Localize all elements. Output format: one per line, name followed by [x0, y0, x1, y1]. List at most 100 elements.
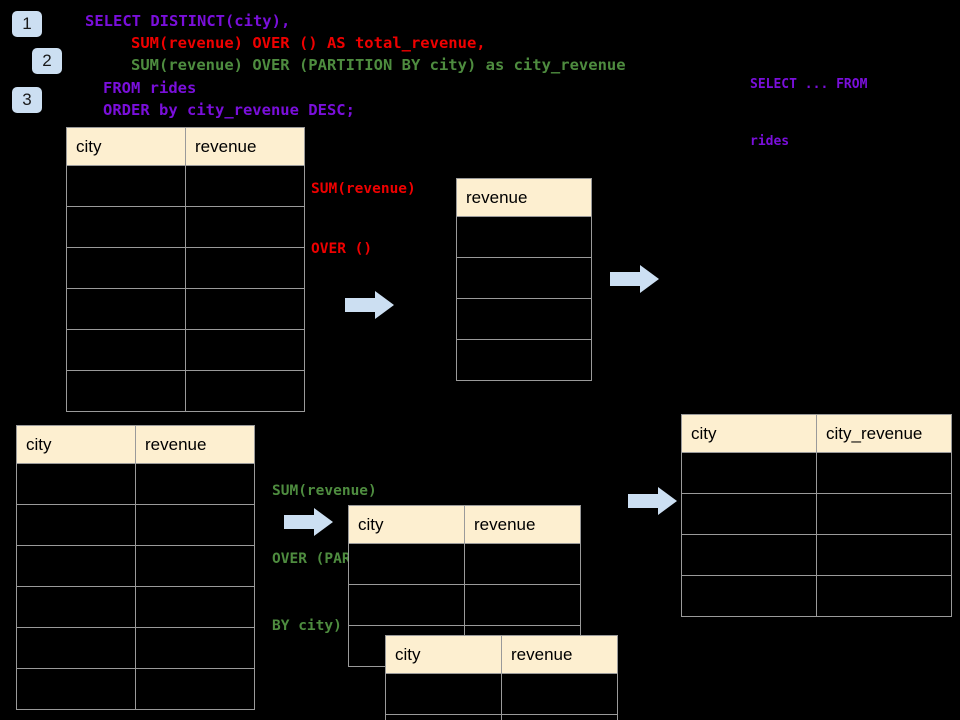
- table-row: [66, 165, 305, 207]
- column-header-revenue: revenue: [464, 505, 581, 544]
- table-cell: [135, 545, 255, 587]
- table-cell: [66, 165, 186, 207]
- table-row: [456, 257, 592, 299]
- table-cell: [456, 257, 592, 299]
- table-row: [16, 545, 255, 587]
- column-header-city-revenue: city_revenue: [816, 414, 952, 453]
- table-cell: [185, 206, 305, 248]
- table-cell: [385, 714, 502, 720]
- total-revenue-table: revenue: [456, 178, 592, 381]
- table-cell: [185, 165, 305, 207]
- table-cell: [385, 673, 502, 715]
- table-cell: [464, 584, 581, 626]
- table-cell: [16, 545, 136, 587]
- step-badge-2: 2: [32, 48, 62, 74]
- column-header-revenue: revenue: [135, 425, 255, 464]
- table-cell: [348, 543, 465, 585]
- table-cell: [135, 504, 255, 546]
- column-header-city: city: [16, 425, 136, 464]
- table-cell: [66, 370, 186, 412]
- table-row: [456, 339, 592, 381]
- table-cell: [16, 586, 136, 628]
- table-header-row: revenue: [456, 178, 592, 217]
- table-header-row: city city_revenue: [681, 414, 952, 453]
- table-cell: [456, 298, 592, 340]
- table-cell: [66, 329, 186, 371]
- table-row: [66, 288, 305, 330]
- table-row: [681, 575, 952, 617]
- table-cell: [66, 247, 186, 289]
- arrow-total-to-result-icon: [610, 265, 659, 293]
- table-cell: [456, 216, 592, 258]
- table-cell: [501, 714, 618, 720]
- table-row: [348, 543, 581, 585]
- column-header-revenue: revenue: [185, 127, 305, 166]
- table-row: [681, 493, 952, 535]
- table-cell: [185, 288, 305, 330]
- table-row: [16, 463, 255, 505]
- table-row: [456, 298, 592, 340]
- table-row: [66, 206, 305, 248]
- arrow-source-to-partition-icon: [284, 508, 333, 536]
- table-cell: [681, 575, 817, 617]
- table-cell: [464, 543, 581, 585]
- table-row: [16, 586, 255, 628]
- table-row: [16, 627, 255, 669]
- table-row: [66, 247, 305, 289]
- annotation-sum-over-empty-line-1: SUM(revenue): [311, 181, 416, 197]
- table-row: [16, 668, 255, 710]
- table-row: [681, 452, 952, 494]
- query-line-select: SELECT DISTINCT(city),: [85, 12, 291, 30]
- column-header-city: city: [348, 505, 465, 544]
- table-row: [385, 673, 618, 715]
- table-cell: [16, 668, 136, 710]
- column-header-revenue: revenue: [456, 178, 592, 217]
- city-revenue-result-table: city city_revenue: [681, 414, 952, 617]
- annotation-select-from: SELECT ... FROM rides: [750, 37, 867, 189]
- annotation-sum-over-partition-line-3: BY city): [272, 618, 342, 634]
- column-header-city: city: [681, 414, 817, 453]
- table-cell: [16, 627, 136, 669]
- step-badge-1: 1: [12, 11, 42, 37]
- table-row: [66, 329, 305, 371]
- table-cell: [66, 288, 186, 330]
- column-header-city: city: [66, 127, 186, 166]
- arrow-partition-to-result-icon: [628, 487, 677, 515]
- table-cell: [348, 584, 465, 626]
- table-cell: [681, 534, 817, 576]
- step-badge-3: 3: [12, 87, 42, 113]
- table-header-row: city revenue: [66, 127, 305, 166]
- table-cell: [501, 673, 618, 715]
- table-cell: [16, 504, 136, 546]
- annotation-sum-over-empty: SUM(revenue) OVER (): [311, 139, 416, 299]
- table-cell: [681, 493, 817, 535]
- table-cell: [816, 575, 952, 617]
- query-line-order-by: ORDER by city_revenue DESC;: [103, 101, 355, 119]
- column-header-revenue: revenue: [501, 635, 618, 674]
- table-cell: [16, 463, 136, 505]
- table-cell: [456, 339, 592, 381]
- table-cell: [185, 370, 305, 412]
- table-row: [456, 216, 592, 258]
- table-cell: [816, 493, 952, 535]
- table-header-row: city revenue: [385, 635, 618, 674]
- annotation-sum-over-empty-line-2: OVER (): [311, 241, 373, 257]
- query-line-sum-over-empty: SUM(revenue) OVER () AS total_revenue,: [131, 34, 486, 52]
- table-cell: [66, 206, 186, 248]
- partition-group-table-front: city revenue: [385, 635, 618, 720]
- query-line-sum-over-partition: SUM(revenue) OVER (PARTITION BY city) as…: [131, 56, 626, 74]
- table-cell: [135, 627, 255, 669]
- table-cell: [135, 668, 255, 710]
- column-header-city: city: [385, 635, 502, 674]
- table-cell: [816, 452, 952, 494]
- table-row: [66, 370, 305, 412]
- annotation-sum-over-partition-line-1: SUM(revenue): [272, 483, 377, 499]
- table-cell: [185, 247, 305, 289]
- table-row: [348, 584, 581, 626]
- table-cell: [135, 586, 255, 628]
- annotation-select-from-line-1: SELECT ... FROM: [750, 77, 868, 92]
- arrow-source-to-total-icon: [345, 291, 394, 319]
- table-cell: [681, 452, 817, 494]
- table-row: [16, 504, 255, 546]
